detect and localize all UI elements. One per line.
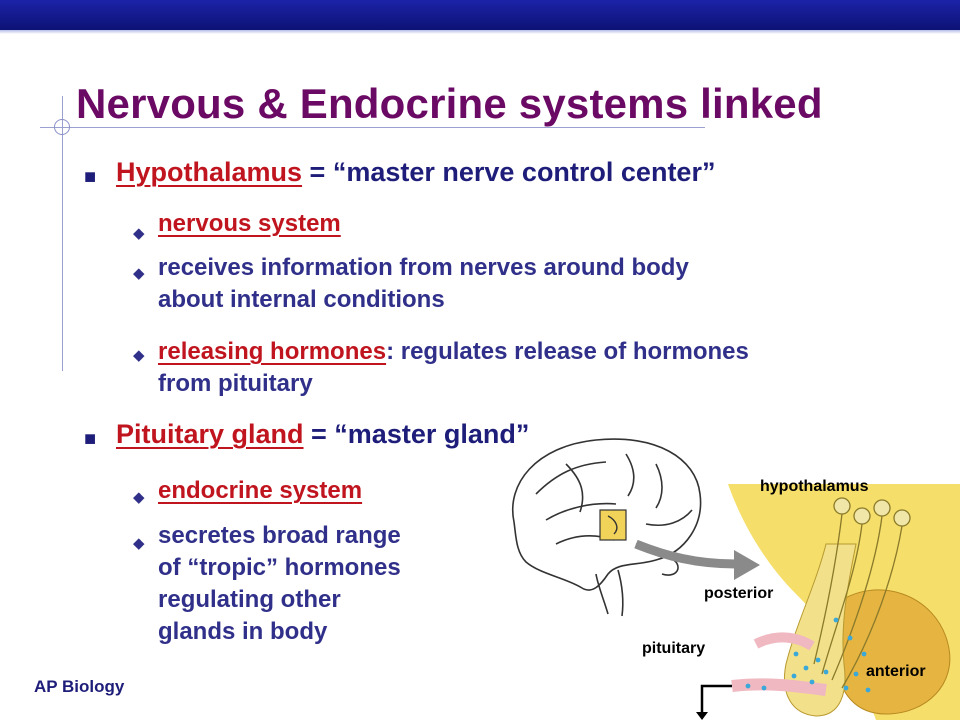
sub-receives-information: receives information from nerves around …	[158, 252, 689, 316]
diamond-bullet-icon: ◆	[133, 265, 145, 282]
term-pituitary-gland: Pituitary gland	[116, 419, 304, 449]
output-arrow	[700, 684, 732, 716]
bullet-hypothalamus: Hypothalamus = “master nerve control cen…	[116, 155, 715, 189]
diamond-bullet-icon: ◆	[133, 489, 145, 506]
decorative-horizontal-line	[40, 127, 705, 128]
footer-course-label: AP Biology	[34, 677, 125, 696]
sub-text-line: of “tropic” hormones	[158, 554, 401, 581]
diamond-bullet-icon: ◆	[133, 535, 145, 552]
sub-text-line: glands in body	[158, 618, 328, 645]
sub-endocrine-system: endocrine system	[158, 475, 362, 507]
sub-text-line: secretes broad range	[158, 522, 401, 549]
blood-vessel	[731, 678, 827, 696]
diamond-bullet-icon: ◆	[133, 347, 145, 364]
hypothalamus-pituitary-figure: hypothalamus posterior pituitary anterio…	[496, 424, 960, 720]
header-bar-shadow	[0, 30, 960, 34]
term-releasing-hormones: releasing hormones	[158, 338, 387, 365]
pituitary-definition: = “master gland”	[303, 419, 530, 449]
diamond-bullet-icon: ◆	[133, 225, 145, 242]
posterior-lobe	[784, 543, 857, 717]
blood-vessel	[753, 632, 815, 651]
header-bar	[0, 0, 960, 30]
term-nervous-system: nervous system	[158, 210, 341, 237]
slide-title: Nervous & Endocrine systems linked	[76, 80, 823, 127]
bullet-pituitary-gland: Pituitary gland = “master gland”	[116, 417, 529, 451]
hypothalamus-definition: = “master nerve control center”	[302, 157, 716, 187]
anatomy-illustration	[512, 438, 960, 720]
square-bullet-icon: ■	[84, 428, 97, 450]
highlight-region	[599, 509, 627, 541]
term-endocrine-system: endocrine system	[158, 477, 363, 504]
square-bullet-icon: ■	[84, 166, 97, 188]
sub-text-line: regulating other	[158, 586, 341, 613]
sub-releasing-hormones: releasing hormones: regulates release of…	[158, 336, 749, 400]
decorative-vertical-line	[62, 96, 63, 371]
term-hypothalamus: Hypothalamus	[116, 157, 303, 187]
sub-nervous-system: nervous system	[158, 208, 341, 240]
sub-secretes-hormones: secretes broad range of “tropic” hormone…	[158, 520, 401, 648]
label-anterior: anterior	[866, 663, 926, 680]
label-posterior: posterior	[704, 585, 774, 602]
gray-arrow	[634, 539, 737, 569]
hormone-dots	[745, 617, 871, 693]
decorative-circle	[54, 119, 70, 135]
sub-text-line: from pituitary	[158, 370, 313, 397]
sub-text-line: receives information from nerves around …	[158, 254, 689, 281]
sub-text-line: : regulates release of hormones	[386, 338, 749, 365]
sub-text-line: about internal conditions	[158, 286, 445, 313]
anterior-lobe	[835, 589, 951, 715]
label-pituitary: pituitary	[642, 640, 706, 657]
label-hypothalamus: hypothalamus	[760, 478, 869, 495]
neuron-cells	[813, 497, 911, 689]
